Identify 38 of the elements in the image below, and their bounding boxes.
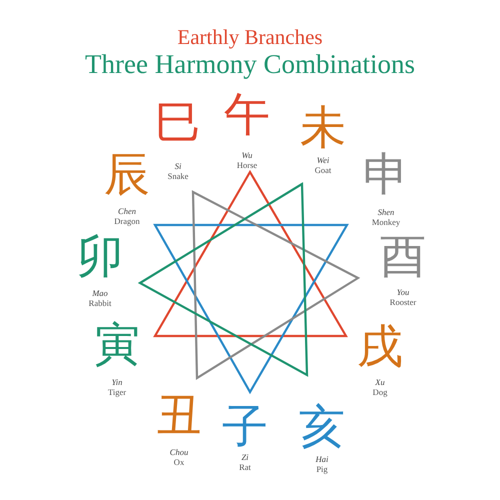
animal-label: Ox bbox=[174, 458, 184, 466]
branch-character: 午 bbox=[224, 92, 270, 138]
pinyin-label: Xu bbox=[375, 378, 385, 386]
branch-character: 巳 bbox=[155, 100, 201, 146]
animal-label: Tiger bbox=[108, 388, 126, 396]
animal-label: Goat bbox=[314, 166, 332, 174]
branch-character: 戌 bbox=[357, 324, 403, 370]
pinyin-label: Hai bbox=[316, 455, 328, 464]
animal-label: Dragon bbox=[114, 217, 140, 226]
pinyin-label: Chen bbox=[118, 207, 136, 216]
animal-label: Rooster bbox=[390, 298, 416, 306]
pinyin-label: Si bbox=[174, 162, 182, 170]
pinyin-label: Zi bbox=[241, 453, 249, 462]
animal-label: Rabbit bbox=[88, 299, 112, 308]
pinyin-label: You bbox=[396, 288, 410, 296]
subtitle: Three Harmony Combinations bbox=[85, 51, 415, 78]
branch-character: 辰 bbox=[104, 152, 150, 198]
branch-character: 子 bbox=[222, 404, 268, 450]
pinyin-label: Shen bbox=[378, 208, 394, 216]
animal-label: Pig bbox=[316, 465, 328, 474]
branch-character: 未 bbox=[300, 105, 346, 151]
animal-label: Rat bbox=[239, 463, 251, 472]
animal-label: Snake bbox=[168, 172, 188, 180]
branch-character: 丑 bbox=[156, 393, 202, 439]
branch-character: 申 bbox=[363, 152, 409, 198]
pinyin-label: Mao bbox=[92, 289, 108, 298]
pinyin-label: Yin bbox=[112, 378, 122, 386]
branch-character: 亥 bbox=[299, 404, 345, 450]
animal-label: Horse bbox=[236, 161, 258, 170]
pinyin-label: Chou bbox=[170, 448, 188, 456]
branch-character: 寅 bbox=[94, 322, 140, 368]
animal-label: Dog bbox=[372, 388, 388, 396]
pinyin-label: Wu bbox=[242, 151, 252, 160]
pinyin-label: Wei bbox=[316, 156, 330, 164]
branch-character: 卯 bbox=[77, 234, 123, 280]
branch-character: 酉 bbox=[380, 234, 426, 280]
animal-label: Monkey bbox=[372, 218, 400, 226]
title: Earthly Branches bbox=[177, 27, 323, 48]
